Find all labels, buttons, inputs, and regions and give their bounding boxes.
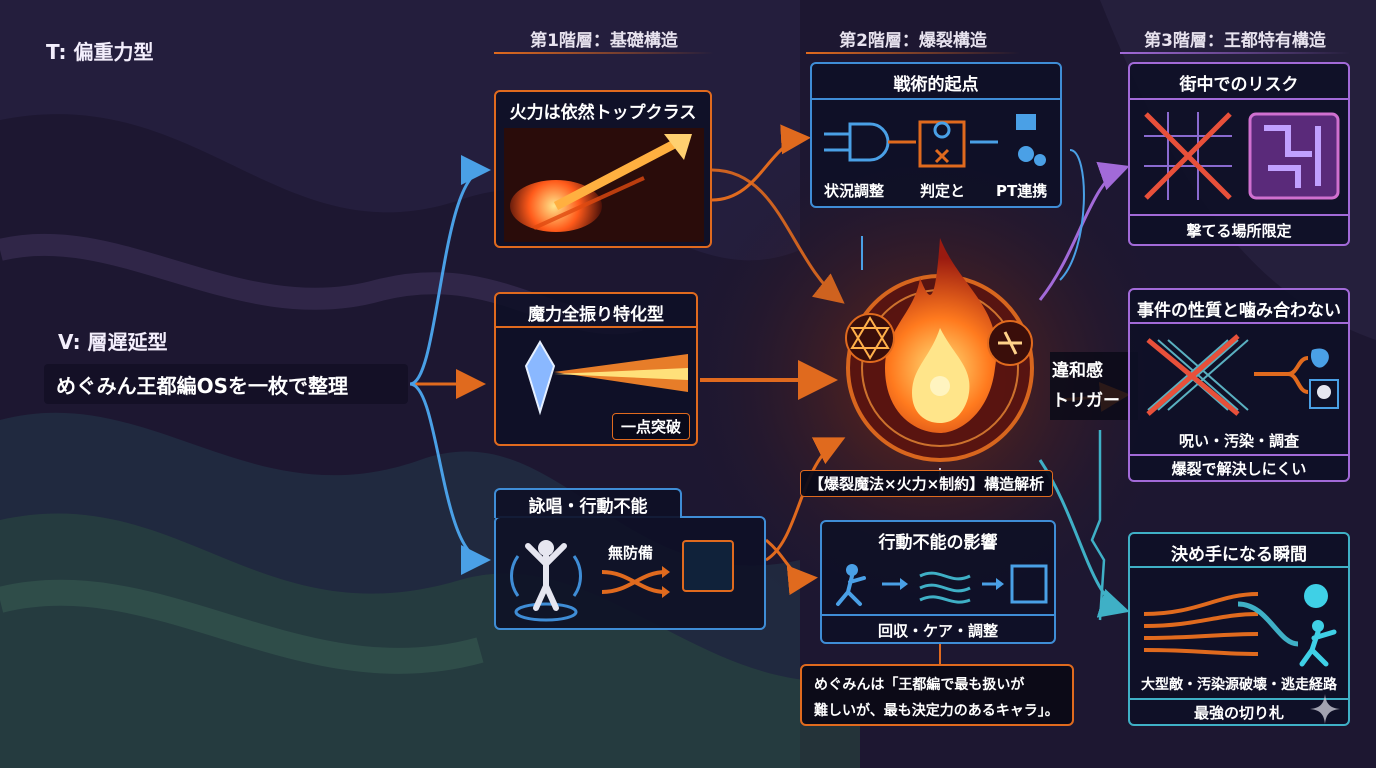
card-chant-immobile-title: 詠唱・行動不能 <box>494 488 682 518</box>
escape-runner-icon <box>1138 574 1344 670</box>
card-tactical-origin-title: 戦術的起点 <box>812 70 1060 95</box>
tactical-item-2: 判定と <box>920 180 965 201</box>
tag-breakthrough: 一点突破 <box>612 413 690 440</box>
card-magic-focus-divider <box>496 326 696 328</box>
note-box: めぐみんは「王都編で最も扱いが 難しいが、最も決定力のあるキャラ」。 <box>800 664 1074 726</box>
tangled-x-icon <box>1138 330 1344 420</box>
impact-icon <box>682 540 734 592</box>
trigger-line-2: トリガー <box>1052 386 1136 416</box>
card-incident-mismatch-divider-top <box>1130 322 1348 324</box>
twisted-arrows-icon <box>600 564 672 600</box>
card-immobile-impact-footer: 回収・ケア・調整 <box>822 620 1054 641</box>
recovery-flow-icon <box>830 560 1050 608</box>
card-decisive-moment-divider-top <box>1130 566 1348 568</box>
note-line-1: めぐみんは「王都編で最も扱いが <box>814 674 1024 694</box>
helpless-figure-icon <box>506 526 586 624</box>
tactical-item-3: PT連携 <box>996 180 1047 201</box>
meteor-icon <box>504 128 704 242</box>
restricted-grid-icon <box>1138 106 1344 206</box>
card-immobile-impact-title: 行動不能の影響 <box>822 528 1054 553</box>
card-immobile-impact: 行動不能の影響 回収・ケア・調整 <box>820 520 1056 644</box>
tactical-item-1: 状況調整 <box>824 180 884 201</box>
crystal-beam-icon <box>510 336 690 416</box>
card-incident-mismatch-title: 事件の性質と噛み合わない <box>1130 296 1348 321</box>
card-immobile-impact-divider <box>822 614 1054 616</box>
note-line-2: 難しいが、最も決定力のあるキャラ」。 <box>814 700 1059 720</box>
trigger-label: 違和感 トリガー <box>1050 352 1138 420</box>
analysis-label: 【爆裂魔法×火力×制約】構造解析 <box>800 470 1053 497</box>
card-magic-focus: 魔力全振り特化型 一点突破 <box>494 292 698 446</box>
card-tactical-origin: 戦術的起点 状況調整 判定と PT連携 <box>810 62 1062 208</box>
card-firepower: 火力は依然トップクラス <box>494 90 712 248</box>
card-city-risk: 街中でのリスク 撃てる場所限定 <box>1128 62 1350 246</box>
fire-emblem-icon <box>830 218 1050 468</box>
card-decisive-moment-items: 大型敵・汚染源破壊・逃走経路 <box>1130 674 1348 694</box>
trigger-line-1: 違和感 <box>1052 356 1136 386</box>
card-tactical-origin-divider <box>812 98 1060 100</box>
card-incident-mismatch-footer: 爆裂で解決しにくい <box>1130 458 1348 479</box>
card-magic-focus-title: 魔力全振り特化型 <box>496 300 696 325</box>
logic-gate-icon <box>820 110 1060 174</box>
sparkle-icon <box>1310 694 1340 724</box>
card-city-risk-divider-top <box>1130 98 1348 100</box>
label-defenseless: 無防備 <box>608 542 653 563</box>
card-incident-mismatch: 事件の性質と噛み合わない 呪い・汚染・調査 爆裂で解決しにくい <box>1128 288 1350 482</box>
card-firepower-title: 火力は依然トップクラス <box>496 98 710 123</box>
card-city-risk-footer: 撃てる場所限定 <box>1130 220 1348 241</box>
card-incident-mismatch-items: 呪い・汚染・調査 <box>1130 430 1348 451</box>
card-decisive-moment-title: 決め手になる瞬間 <box>1130 540 1348 565</box>
card-chant-immobile: 無防備 <box>494 516 766 630</box>
card-city-risk-divider-bottom <box>1130 214 1348 216</box>
card-city-risk-title: 街中でのリスク <box>1130 70 1348 95</box>
card-incident-mismatch-divider-bottom <box>1130 454 1348 456</box>
